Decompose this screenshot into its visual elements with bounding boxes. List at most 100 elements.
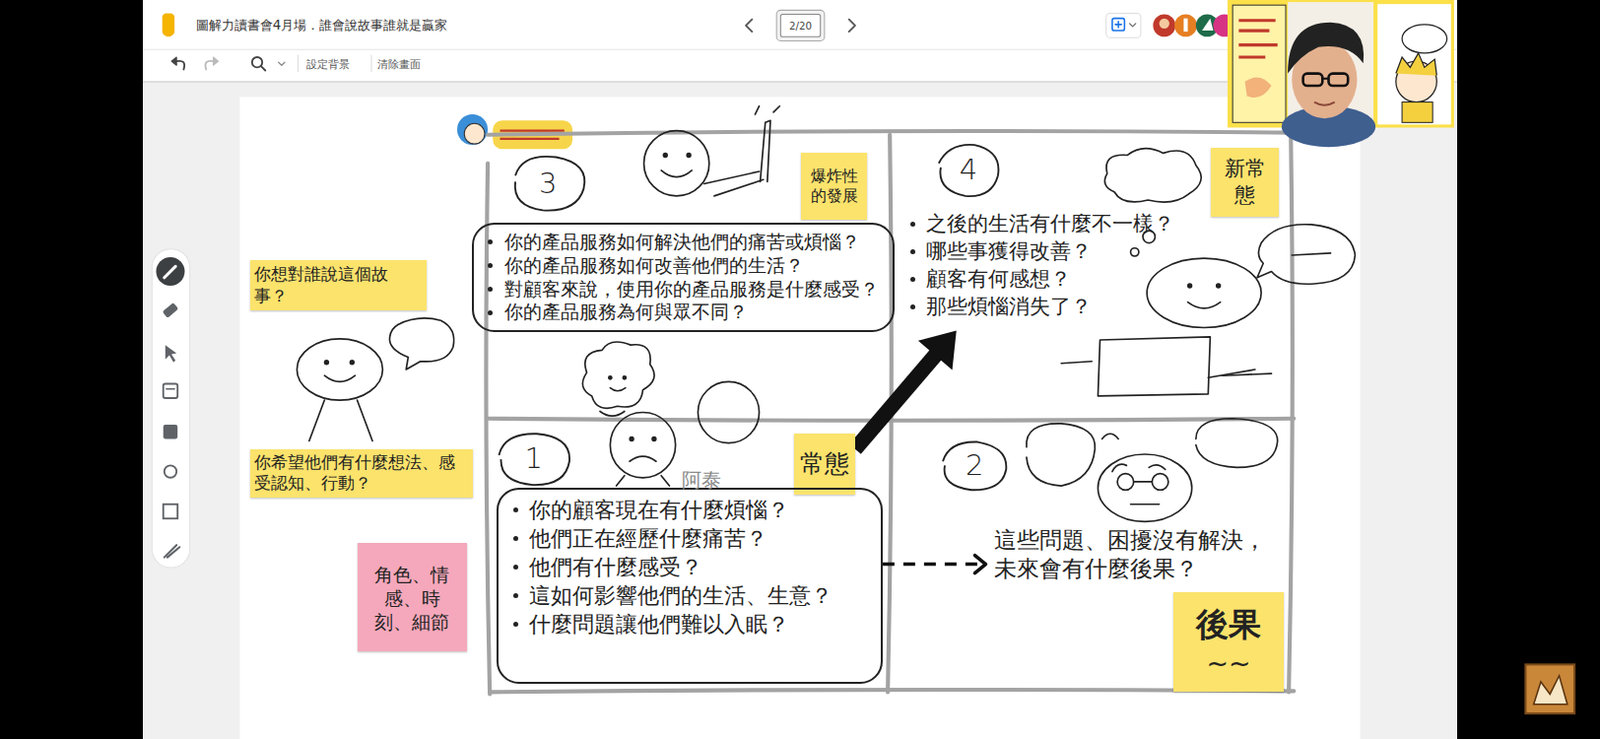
bullet-row: 你的產品服務如何改善他們的生活？ bbox=[487, 254, 879, 278]
logo-badge-part bbox=[457, 114, 488, 145]
toolbar-button: 設定背景 bbox=[306, 57, 350, 72]
sketch-figures-part bbox=[616, 475, 670, 486]
toolbar-icons-part bbox=[297, 55, 299, 72]
webcam-video-part bbox=[1227, 0, 1455, 128]
bullet-text: 這如何影響他們的生活、生意？ bbox=[529, 581, 833, 610]
sketch-figures-part bbox=[1097, 454, 1192, 522]
sticky-text: 常態 bbox=[799, 448, 851, 480]
bullet-dot bbox=[513, 535, 519, 541]
bullet-text: 你的產品服務如何解決他們的痛苦或煩惱？ bbox=[504, 230, 861, 255]
sticky-text: 角色、情感、時刻、細節 bbox=[373, 563, 452, 636]
sketch-figures-part bbox=[652, 437, 657, 442]
bullet-row: 顧客有何感想？ bbox=[910, 265, 1199, 293]
number-circles-part bbox=[498, 433, 570, 485]
webcam-video-part bbox=[1232, 4, 1286, 123]
bullet-dot bbox=[910, 276, 916, 282]
toolbar-icons-part bbox=[1130, 23, 1136, 27]
tool-palette-part bbox=[164, 544, 181, 557]
bullet-text: 你的產品服務為何與眾不同？ bbox=[504, 300, 748, 325]
webcam-video-part bbox=[1401, 102, 1433, 124]
bullet-dot bbox=[487, 239, 493, 245]
callout-number: 3 bbox=[532, 164, 565, 203]
sketch-figures-part bbox=[324, 375, 355, 382]
bullet-dot bbox=[910, 221, 916, 227]
webcam-video bbox=[1227, 0, 1455, 147]
tool-palette bbox=[151, 249, 190, 568]
question-box: 你的產品服務如何解決他們的痛苦或煩惱？你的產品服務如何改善他們的生活？對顧客來說… bbox=[471, 222, 896, 334]
number-circles-part bbox=[942, 442, 1006, 491]
arrow-head bbox=[974, 555, 986, 574]
bullet-row: 什麼問題讓他們難以入眠？ bbox=[513, 609, 867, 639]
avatars-part bbox=[1201, 18, 1213, 31]
bullet-row: 那些煩惱消失了？ bbox=[910, 292, 1199, 321]
sketch-figures-part bbox=[1207, 369, 1256, 378]
bullet-row: 你的顧客現在有什麼煩惱？ bbox=[513, 495, 867, 525]
sketch-figures-part bbox=[296, 338, 383, 400]
sticky-note: 後果~~ bbox=[1173, 592, 1284, 693]
bullet-row: 你的產品服務如何解決他們的痛苦或煩惱？ bbox=[487, 230, 879, 255]
callout-number: 1 bbox=[517, 439, 550, 478]
webcam-video-part bbox=[1401, 24, 1448, 54]
toolbar-icons-part bbox=[776, 9, 825, 41]
grid-lines bbox=[485, 131, 1294, 694]
toolbar-icons-part bbox=[1112, 18, 1125, 31]
sketch-figures-part bbox=[697, 381, 759, 443]
sketch-figures-part bbox=[704, 171, 764, 197]
sticky-note: 新常態 bbox=[1210, 147, 1278, 216]
toolbar-icons-part bbox=[278, 62, 285, 66]
quadrant-cell: 2 這些問題、困擾沒有解決，未來會有什麼後果？ 後果~~ bbox=[889, 418, 1291, 693]
dashed-arrow bbox=[882, 555, 987, 574]
question-text: 這些問題、困擾沒有解決，未來會有什麼後果？ bbox=[994, 526, 1272, 584]
number-circles-part bbox=[515, 156, 586, 211]
sketch-figures-part bbox=[582, 341, 655, 408]
toolbar-icons-part bbox=[261, 66, 266, 70]
number-circles-part bbox=[938, 144, 1000, 197]
tool-palette-part bbox=[165, 344, 177, 363]
sketch-figures-part bbox=[663, 153, 667, 158]
sketch-figures-part bbox=[1026, 423, 1096, 486]
toolbar-icons-part bbox=[163, 26, 174, 37]
callout-number: 2 bbox=[958, 446, 992, 485]
bullet-text: 他們正在經歷什麼痛苦？ bbox=[529, 524, 768, 553]
sticky-text: 新常態 bbox=[1222, 155, 1268, 209]
corner-logo-part bbox=[1525, 664, 1575, 714]
bullet-row: 他們有什麼感受？ bbox=[513, 552, 867, 582]
bullet-text: 對顧客來說，使用你的產品服務是什麼感受？ bbox=[504, 277, 879, 302]
tool-palette-part bbox=[162, 302, 179, 319]
tool-palette-part bbox=[163, 384, 179, 400]
webcam-video-part bbox=[1287, 1, 1374, 126]
sketch-figures-part bbox=[1188, 302, 1221, 309]
avatars-part bbox=[1159, 18, 1170, 29]
sketch-figures-part bbox=[1151, 473, 1169, 491]
sketch-figures-part bbox=[629, 437, 634, 442]
app-frame-part bbox=[239, 96, 1360, 739]
bullet-dot bbox=[487, 263, 493, 268]
quadrant-cell: 3爆炸性的發展你的產品服務如何解決他們的痛苦或煩惱？你的產品服務如何改善他們的生… bbox=[489, 134, 890, 419]
bullet-dot bbox=[910, 304, 916, 310]
sketch-figures-part bbox=[1097, 336, 1210, 397]
connector-line bbox=[855, 353, 937, 450]
webcam-video-part bbox=[1377, 3, 1452, 125]
bullet-dot bbox=[487, 286, 493, 292]
sketch-figures-part bbox=[661, 170, 692, 178]
bullet-row: 對顧客來說，使用你的產品服務是什麼感受？ bbox=[487, 277, 879, 302]
webcam-video-part bbox=[1238, 20, 1277, 58]
toolbar-icons-part bbox=[780, 14, 820, 38]
sketch-figures-part bbox=[1146, 258, 1262, 328]
sketch-figures-part bbox=[1117, 473, 1134, 491]
sketch-figures-part bbox=[1291, 253, 1331, 256]
toolbar-icons-part bbox=[370, 55, 372, 72]
sketch-figures-part bbox=[1131, 248, 1139, 257]
quadrant-cell: 4新常態之後的生活有什麼不一樣？哪些事獲得改善？顧客有何感想？那些煩惱消失了？ bbox=[889, 134, 1291, 419]
sticky-label: 阿泰 bbox=[681, 466, 722, 494]
sketch-figures-part bbox=[349, 360, 354, 365]
sketch-figures-part bbox=[629, 456, 657, 462]
sticky-note: 常態 bbox=[794, 433, 856, 495]
question-list: 之後的生活有什麼不一樣？哪些事獲得改善？顧客有何感想？那些煩惱消失了？ bbox=[906, 207, 1202, 331]
question-box: 你的顧客現在有什麼煩惱？他們正在經歷什麼痛苦？他們有什麼感受？這如何影響他們的生… bbox=[496, 487, 883, 684]
app-frame-part bbox=[1457, 0, 1600, 739]
corner-logo-part bbox=[1533, 675, 1568, 705]
bold-arrow bbox=[855, 330, 957, 449]
sketch-figures-part bbox=[609, 412, 675, 478]
